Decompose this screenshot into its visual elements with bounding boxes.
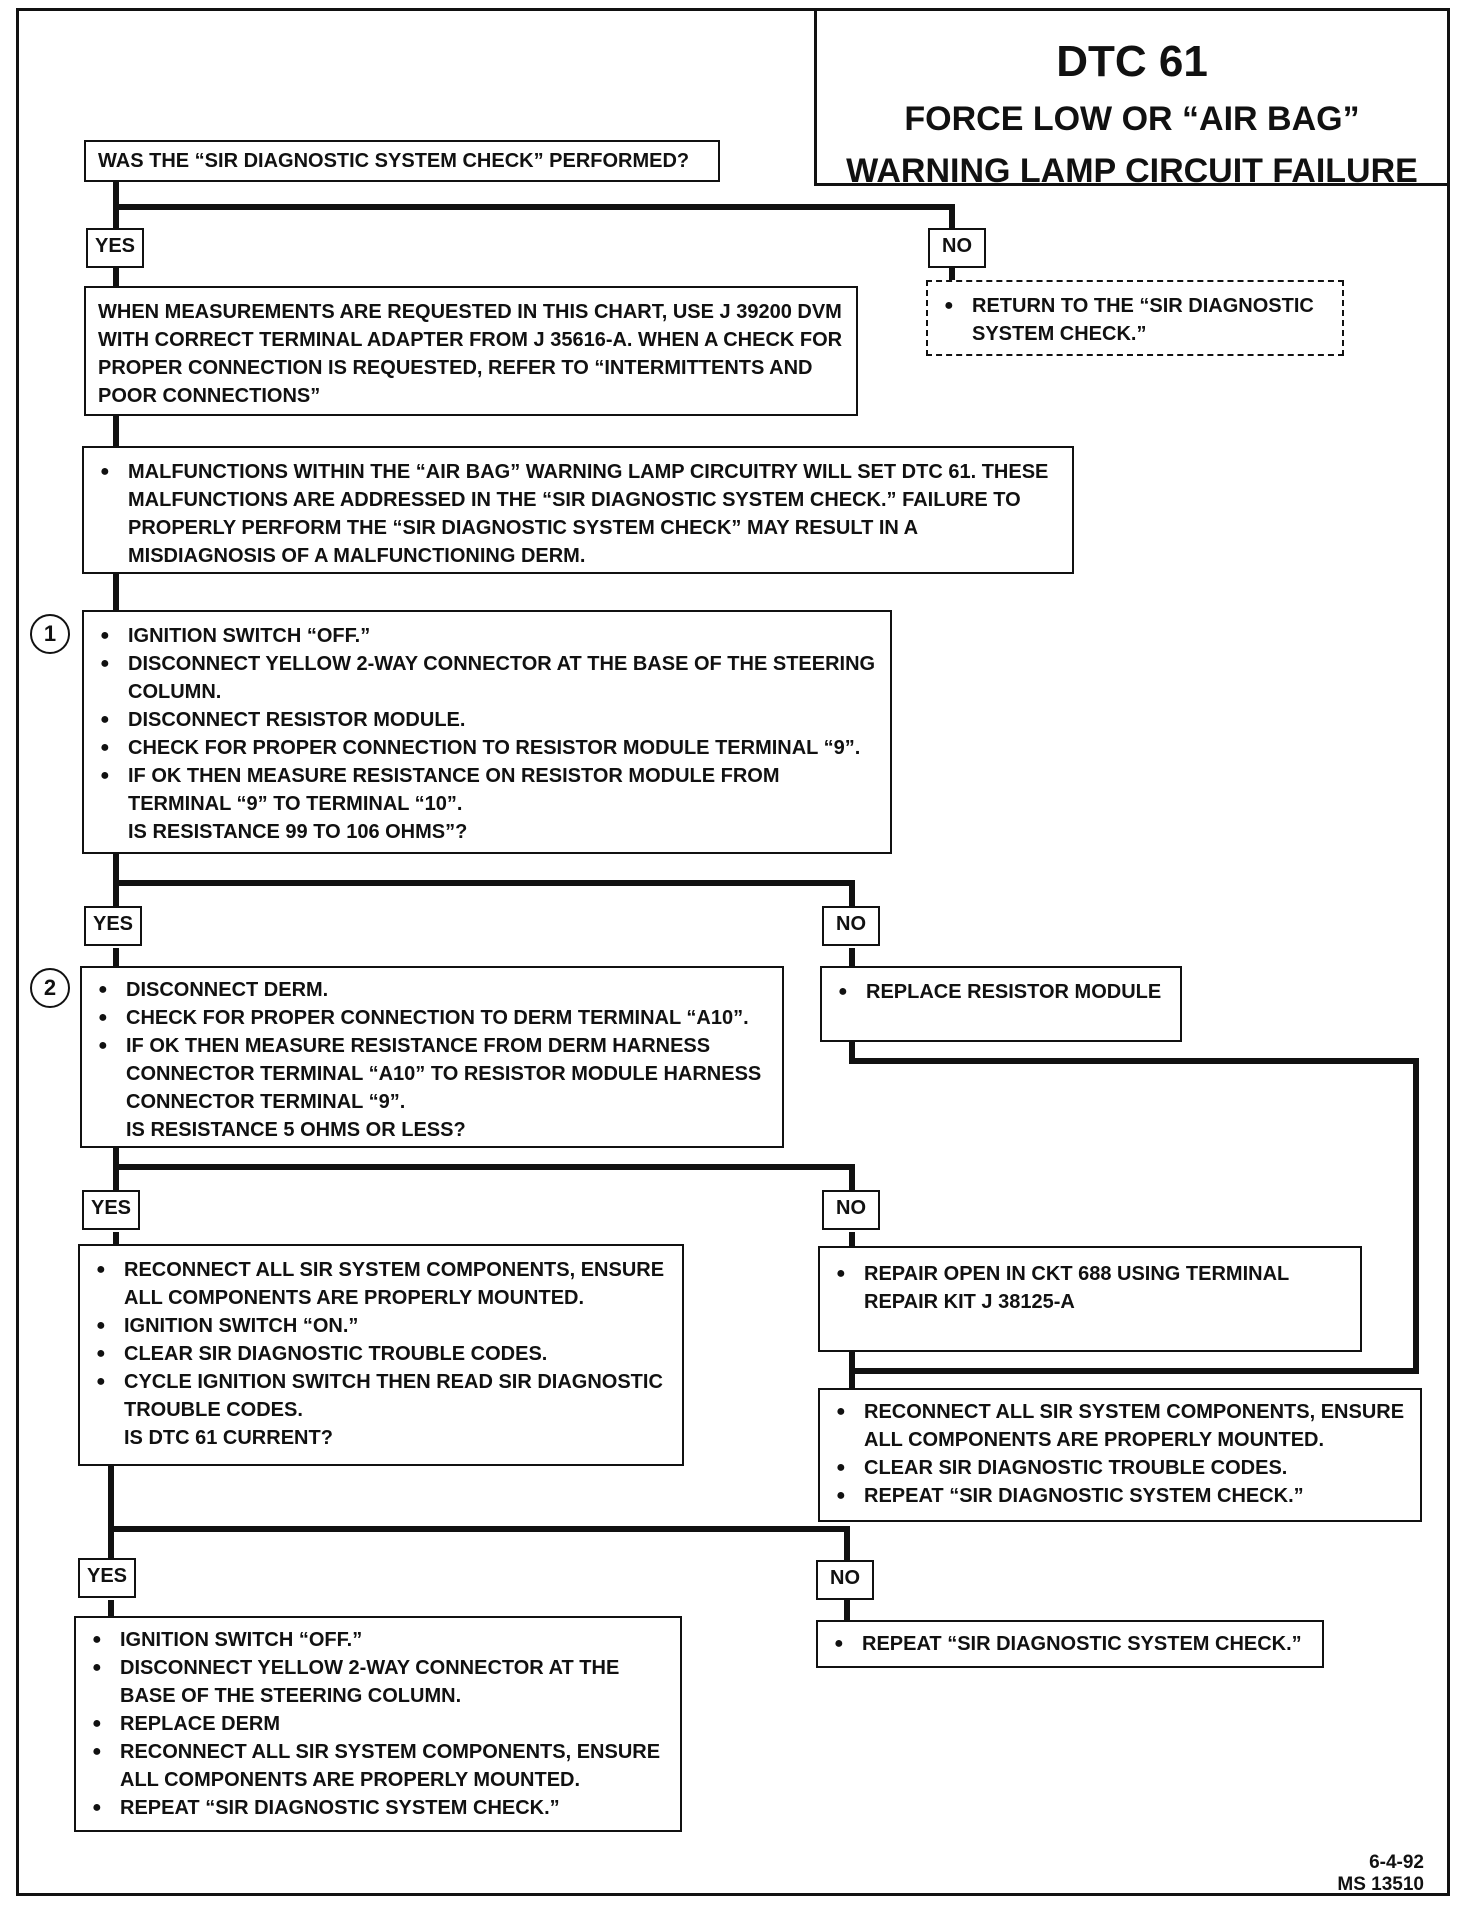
- label-yes-1: YES: [86, 228, 144, 268]
- step-1-question: IS RESISTANCE 99 TO 106 OHMS”?: [128, 821, 468, 843]
- step-3-item: RECONNECT ALL SIR SYSTEM COMPONENTS, ENS…: [92, 1256, 670, 1312]
- malfunction-text: MALFUNCTIONS WITHIN THE “AIR BAG” WARNIN…: [96, 458, 1060, 570]
- label-yes-3: YES: [82, 1190, 140, 1230]
- repair-open-text: REPAIR OPEN IN CKT 688 USING TERMINAL RE…: [832, 1260, 1348, 1316]
- step-1-item: CHECK FOR PROPER CONNECTION TO RESISTOR …: [96, 734, 878, 762]
- step-2-box: DISCONNECT DERM. CHECK FOR PROPER CONNEC…: [80, 966, 784, 1148]
- step-1-box: IGNITION SWITCH “OFF.” DISCONNECT YELLOW…: [82, 610, 892, 854]
- replace-resistor-text: REPLACE RESISTOR MODULE: [834, 978, 1168, 1006]
- malfunction-note: MALFUNCTIONS WITHIN THE “AIR BAG” WARNIN…: [82, 446, 1074, 574]
- label-no-4: NO: [816, 1560, 874, 1600]
- return-check-box: RETURN TO THE “SIR DIAGNOSTIC SYSTEM CHE…: [926, 280, 1344, 356]
- label-no-3: NO: [822, 1190, 880, 1230]
- final-no-box: REPEAT “SIR DIAGNOSTIC SYSTEM CHECK.”: [816, 1620, 1324, 1668]
- footer-ref: MS 13510: [1337, 1874, 1424, 1895]
- start-question: WAS THE “SIR DIAGNOSTIC SYSTEM CHECK” PE…: [84, 140, 720, 182]
- final-yes-item: REPEAT “SIR DIAGNOSTIC SYSTEM CHECK.”: [88, 1794, 668, 1822]
- step-2-item: CHECK FOR PROPER CONNECTION TO DERM TERM…: [94, 1004, 770, 1032]
- label-no-1: NO: [928, 228, 986, 268]
- reconnect-item: REPEAT “SIR DIAGNOSTIC SYSTEM CHECK.”: [832, 1482, 1408, 1510]
- final-yes-item: DISCONNECT YELLOW 2-WAY CONNECTOR AT THE…: [88, 1654, 668, 1710]
- reconnect-item: RECONNECT ALL SIR SYSTEM COMPONENTS, ENS…: [832, 1398, 1408, 1454]
- replace-resistor-box: REPLACE RESISTOR MODULE: [820, 966, 1182, 1042]
- title-block: DTC 61 FORCE LOW OR “AIR BAG” WARNING LA…: [814, 8, 1450, 190]
- step-1-item: DISCONNECT RESISTOR MODULE.: [96, 706, 878, 734]
- step-2-item: DISCONNECT DERM.: [94, 976, 770, 1004]
- label-yes-2: YES: [84, 906, 142, 946]
- step-1-item: IF OK THEN MEASURE RESISTANCE ON RESISTO…: [96, 762, 878, 818]
- step-1-item: DISCONNECT YELLOW 2-WAY CONNECTOR AT THE…: [96, 650, 878, 706]
- footer-date: 6-4-92: [1369, 1852, 1424, 1873]
- step-3-box: RECONNECT ALL SIR SYSTEM COMPONENTS, ENS…: [78, 1244, 684, 1466]
- title-line-1: FORCE LOW OR “AIR BAG”: [904, 100, 1360, 138]
- step-3-question: IS DTC 61 CURRENT?: [124, 1427, 333, 1449]
- label-no-2: NO: [822, 906, 880, 946]
- reconnect-item: CLEAR SIR DIAGNOSTIC TROUBLE CODES.: [832, 1454, 1408, 1482]
- step-2-item: IF OK THEN MEASURE RESISTANCE FROM DERM …: [94, 1032, 770, 1116]
- step-3-item: CLEAR SIR DIAGNOSTIC TROUBLE CODES.: [92, 1340, 670, 1368]
- dtc-code: DTC 61: [1056, 37, 1208, 86]
- final-yes-item: RECONNECT ALL SIR SYSTEM COMPONENTS, ENS…: [88, 1738, 668, 1794]
- reconnect-box: RECONNECT ALL SIR SYSTEM COMPONENTS, ENS…: [818, 1388, 1422, 1522]
- step-3-item: IGNITION SWITCH “ON.”: [92, 1312, 670, 1340]
- return-check-text: RETURN TO THE “SIR DIAGNOSTIC SYSTEM CHE…: [940, 292, 1330, 348]
- footer: 6-4-92 MS 13510: [1337, 1852, 1424, 1896]
- title-line-2: WARNING LAMP CIRCUIT FAILURE: [846, 152, 1418, 190]
- step-2-question: IS RESISTANCE 5 OHMS OR LESS?: [126, 1119, 466, 1141]
- step-1-item: IGNITION SWITCH “OFF.”: [96, 622, 878, 650]
- page-frame: [16, 8, 1450, 1896]
- step-1-marker: 1: [30, 614, 70, 654]
- final-yes-item: IGNITION SWITCH “OFF.”: [88, 1626, 668, 1654]
- final-yes-box: IGNITION SWITCH “OFF.” DISCONNECT YELLOW…: [74, 1616, 682, 1832]
- final-yes-item: REPLACE DERM: [88, 1710, 668, 1738]
- final-no-text: REPEAT “SIR DIAGNOSTIC SYSTEM CHECK.”: [830, 1630, 1310, 1658]
- label-yes-4: YES: [78, 1558, 136, 1598]
- measurement-note: WHEN MEASUREMENTS ARE REQUESTED IN THIS …: [84, 286, 858, 416]
- step-2-marker: 2: [30, 968, 70, 1008]
- repair-open-box: REPAIR OPEN IN CKT 688 USING TERMINAL RE…: [818, 1246, 1362, 1352]
- step-3-item: CYCLE IGNITION SWITCH THEN READ SIR DIAG…: [92, 1368, 670, 1424]
